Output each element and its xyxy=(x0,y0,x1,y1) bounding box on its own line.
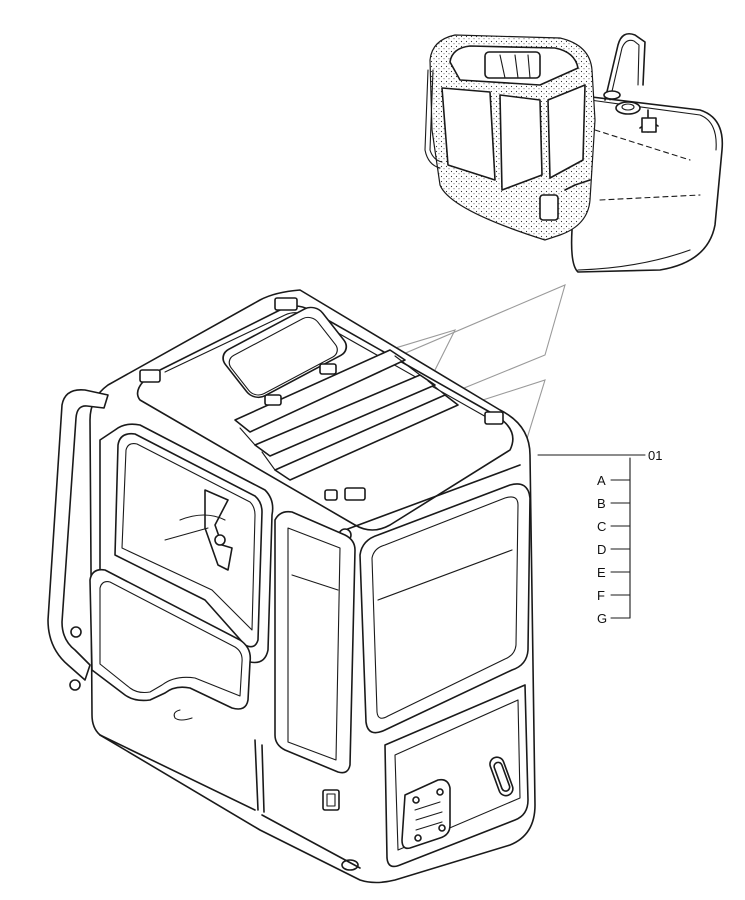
front-windshield xyxy=(359,483,531,734)
door-handle xyxy=(173,709,193,721)
roof-clip xyxy=(484,411,504,425)
roof-clip xyxy=(324,489,338,501)
roof-rail xyxy=(234,349,406,433)
roof-clip xyxy=(139,369,161,383)
handrail xyxy=(47,388,109,681)
variant-label: B xyxy=(597,496,606,511)
variant-label: D xyxy=(597,542,606,557)
door-lever xyxy=(204,489,233,571)
cab-main xyxy=(47,289,536,884)
roof-hatch xyxy=(222,306,348,399)
callout-number: 01 xyxy=(648,448,662,463)
roof-clip xyxy=(344,487,366,501)
variant-label: A xyxy=(597,473,606,488)
variant-label: C xyxy=(597,519,606,534)
variant-label: F xyxy=(597,588,605,603)
left-lower-window xyxy=(89,568,252,710)
handrail-inset xyxy=(604,32,646,101)
roof-clip xyxy=(319,363,337,375)
tank-cap xyxy=(603,90,621,100)
roof-rail xyxy=(274,394,459,481)
door-window xyxy=(274,510,356,774)
tank-cap xyxy=(615,101,641,115)
roof-clip xyxy=(274,297,298,311)
variant-label: E xyxy=(597,565,606,580)
left-upper-window xyxy=(114,432,263,648)
side-vent xyxy=(322,789,340,811)
machine-overview-inset xyxy=(424,32,724,273)
roof-clip xyxy=(264,394,282,406)
variant-label: G xyxy=(597,611,607,626)
roof-rail xyxy=(254,374,436,457)
counterweight xyxy=(570,94,724,273)
